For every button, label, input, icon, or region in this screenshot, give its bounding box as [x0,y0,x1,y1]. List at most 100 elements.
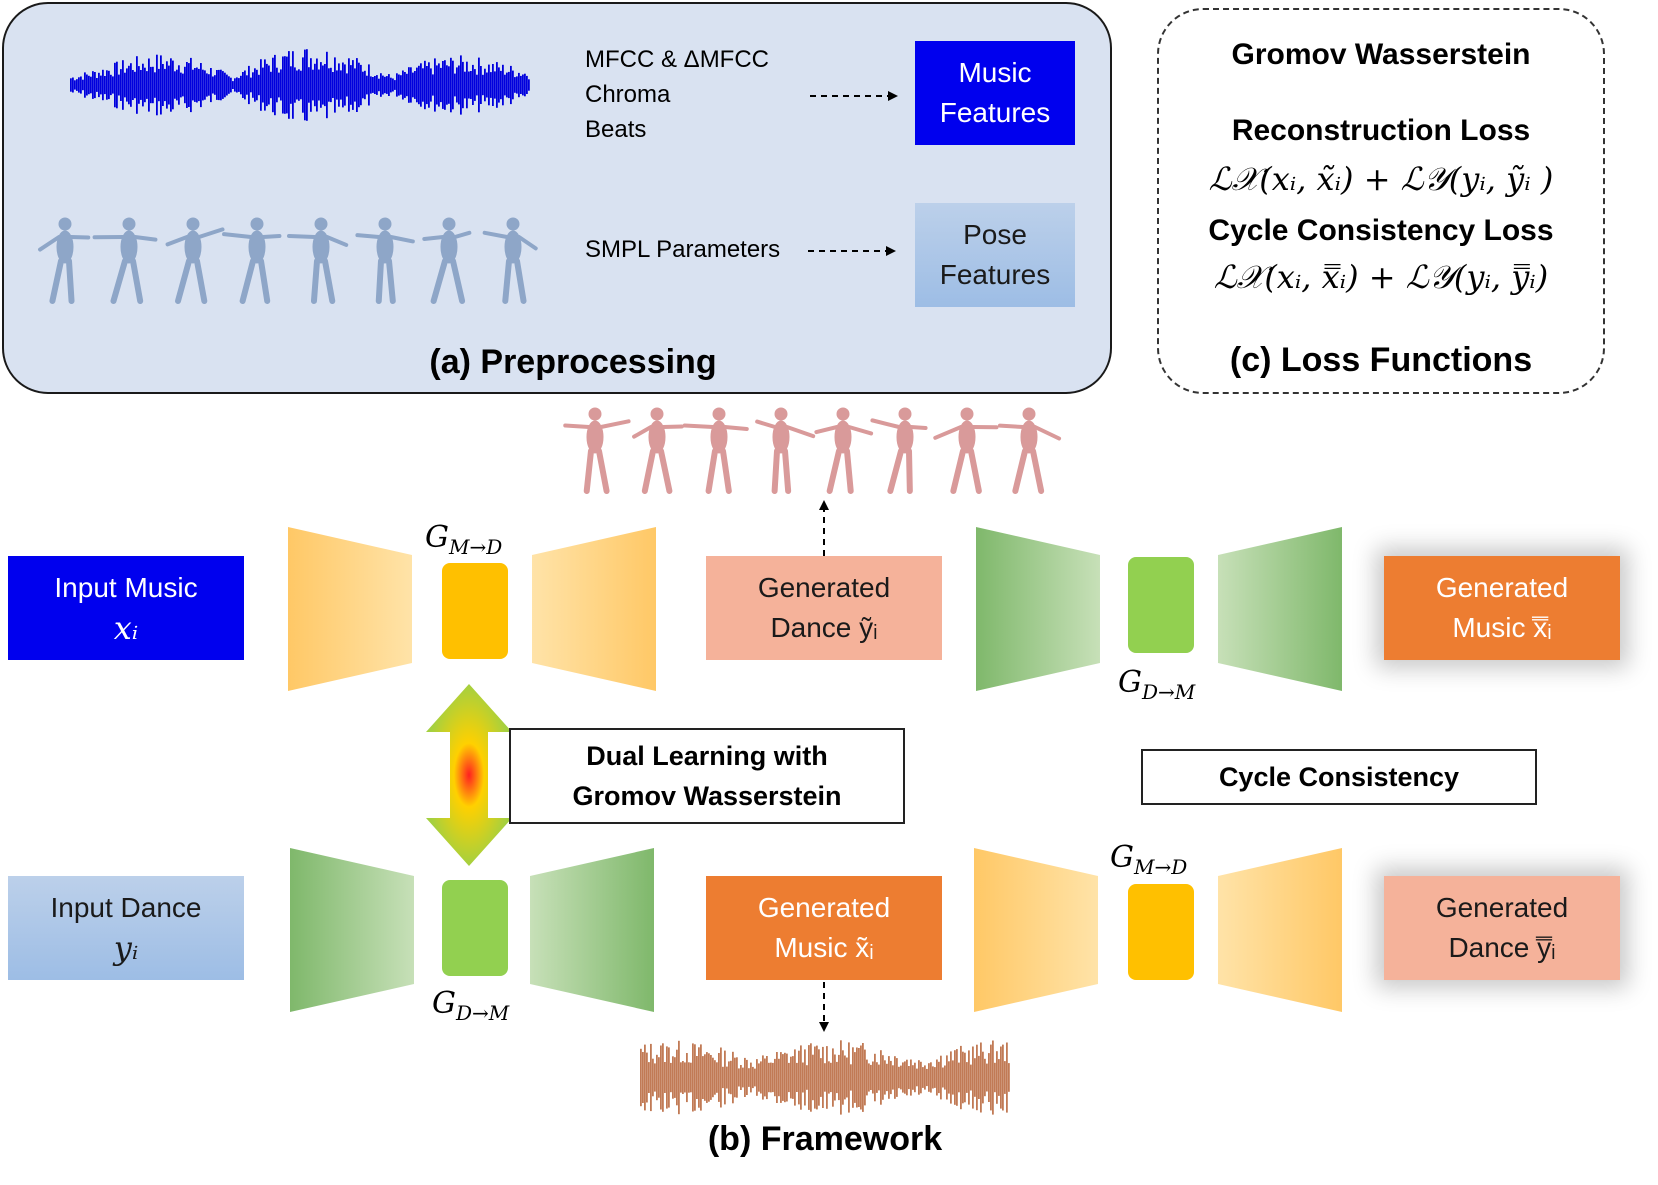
waveform-bar [158,68,160,102]
waveform-bar [228,76,230,94]
waveform-bar [924,1065,926,1090]
waveform-bar [332,72,334,98]
pose-features-box: Pose Features [915,203,1075,307]
framework-title: (b) Framework [707,1120,943,1158]
generated-music-box-top: Generated Music x̿ᵢ [1384,556,1620,660]
input-music-var: xᵢ [113,609,139,647]
generated-dance-top-var: Dance ỹᵢ [770,612,878,643]
waveform-bar [240,75,242,95]
waveform-bar [348,58,350,112]
generator-core-d2m-bottom [442,880,508,976]
encoder-m2d-top [288,527,412,691]
waveform-bar [868,1063,870,1092]
waveform-bar [74,80,76,90]
waveform-bar [742,1067,744,1088]
generated-dance-bottom-label: Generated [1435,892,1569,923]
waveform-bar [870,1064,872,1090]
waveform-bar [914,1062,916,1093]
waveform-bar [198,68,200,102]
waveform-bar [662,1043,664,1112]
waveform-bar [938,1061,940,1094]
waveform-bar [954,1050,956,1105]
waveform-bar [380,73,382,97]
waveform-bar [88,75,90,95]
waveform-bar [176,69,178,101]
waveform-bar [264,59,266,111]
waveform-bar [984,1058,986,1097]
feature-beats: Beats [585,116,647,143]
waveform-bar [652,1058,654,1097]
loss-functions-title: (c) Loss Functions [1229,341,1533,379]
waveform-bar [776,1052,778,1103]
waveform-bar [970,1064,972,1091]
waveform-bar [428,62,430,108]
waveform-bar [212,76,214,94]
waveform-bar [976,1044,978,1111]
generated-music-box-bottom: Generated Music x̃ᵢ [706,876,942,980]
waveform-bar [388,74,390,96]
waveform-bar [980,1042,982,1113]
generated-dance-box-bottom: Generated Dance y̿ᵢ [1384,876,1620,980]
waveform-bar [830,1062,832,1093]
dual-learning-arrow [426,684,512,866]
waveform-bar [656,1054,658,1101]
waveform-bar [918,1060,920,1095]
waveform-bar [772,1062,774,1093]
waveform-bar [162,64,164,106]
waveform-bar [316,58,318,112]
waveform-bar [324,64,326,107]
waveform-bar [958,1062,960,1093]
waveform-bar [340,70,342,100]
waveform-bar [768,1062,770,1093]
waveform-bar [300,70,302,100]
waveform-bar [468,71,470,99]
waveform-bar [952,1060,954,1095]
reconstruction-loss-formula: ℒ𝒳(xᵢ, x̃ᵢ) + ℒ𝒴(yᵢ, ỹᵢ ) [1208,160,1554,198]
waveform-bar [816,1045,818,1110]
waveform-bar [392,78,394,92]
dancer-figure [682,407,749,494]
waveform-bar [446,65,448,105]
generated-music-top-label: Generated [1435,572,1569,603]
waveform-bar [642,1052,644,1103]
waveform-bar [466,61,468,109]
waveform-bar [864,1049,866,1106]
waveform-bar [654,1063,656,1092]
waveform-bar [98,72,100,98]
waveform-bar [660,1045,662,1110]
waveform-bar [908,1066,910,1090]
waveform-bar [806,1065,808,1090]
dashed-arrow-down-music [819,982,829,1032]
waveform-bar [766,1056,768,1100]
waveform-bar [142,63,144,107]
waveform-bar [1002,1044,1004,1111]
waveform-bar [904,1061,906,1094]
waveform-bar [884,1060,886,1095]
waveform-bar [280,69,282,101]
waveform-bar [946,1055,948,1100]
waveform-bar [342,62,344,108]
waveform-bar [730,1060,732,1095]
dancer-figure [870,407,928,494]
waveform-bar [838,1054,840,1101]
waveform-bar [854,1052,856,1103]
waveform-bar [262,67,264,103]
waveform-bar [966,1062,968,1093]
waveform-bar [698,1047,700,1108]
generator-core-m2d-top [442,563,508,659]
pose-figures-blue [38,217,538,304]
waveform-bar [896,1058,898,1097]
waveform-bar [148,58,150,112]
waveform-bar [136,56,138,114]
waveform-bar [82,79,84,91]
waveform-bar [982,1051,984,1104]
waveform-bar [780,1052,782,1103]
feature-smpl: SMPL Parameters [585,236,781,263]
waveform-bar [714,1060,716,1095]
waveform-bar [156,54,158,116]
waveform-bar [650,1043,652,1112]
waveform-bar [470,71,472,99]
waveform-bar [420,63,422,107]
waveform-bar [120,69,122,101]
waveform-bar [436,65,438,105]
